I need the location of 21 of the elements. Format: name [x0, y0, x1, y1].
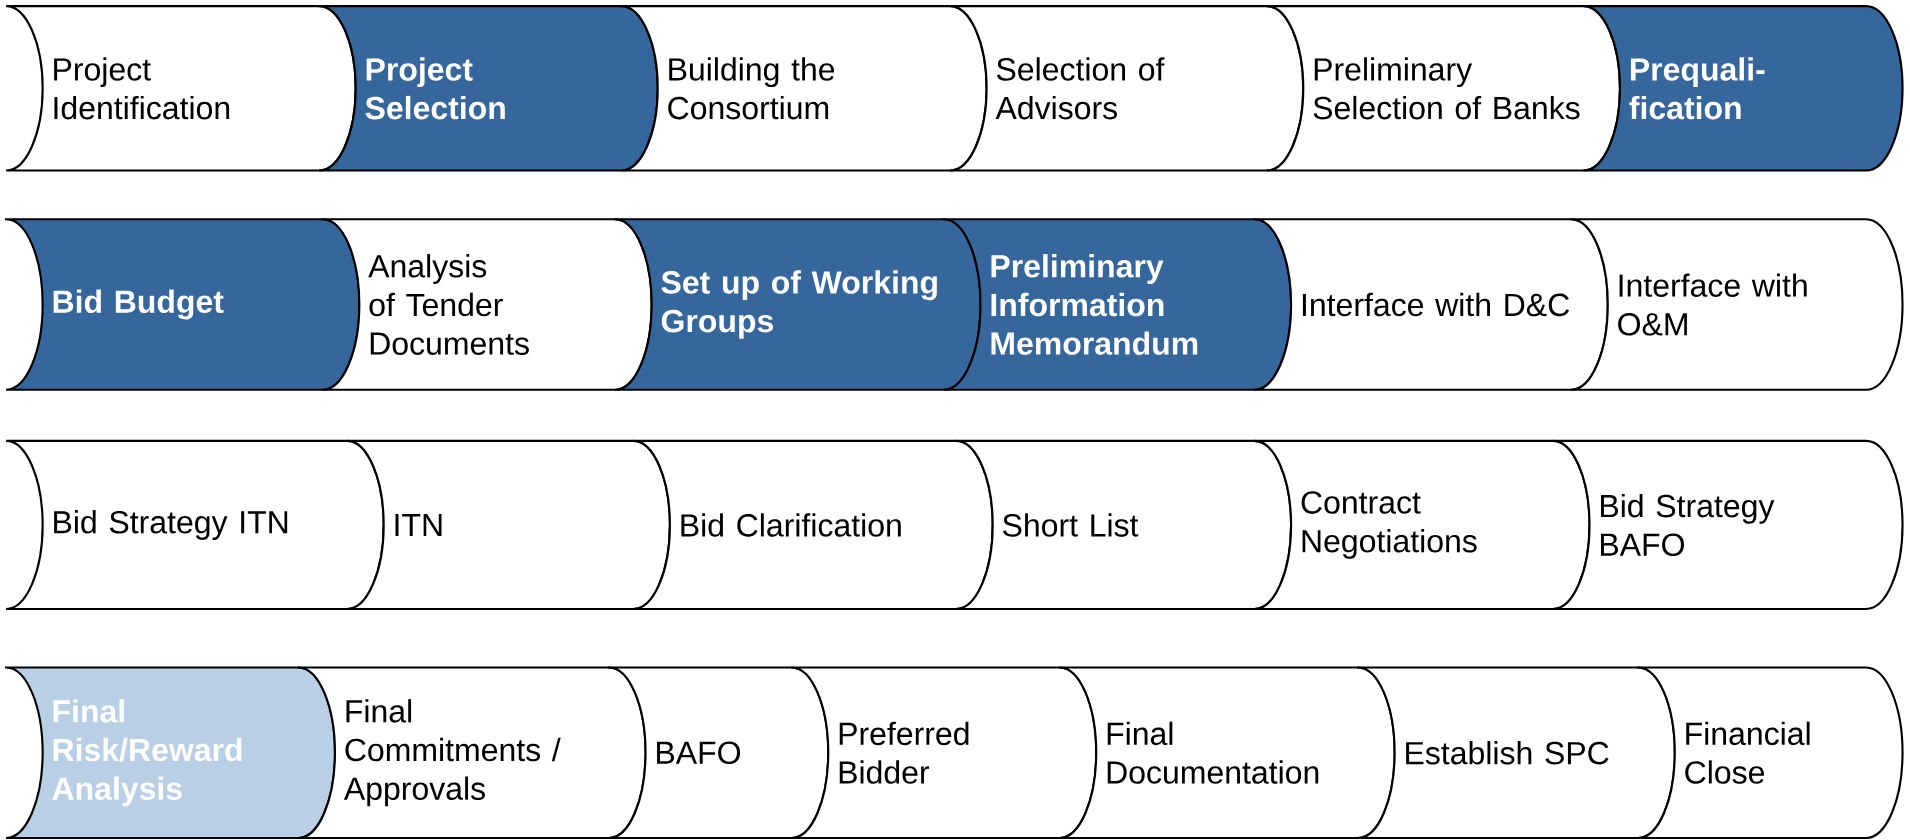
step-box: Bid Strategy BAFO [1551, 439, 1904, 611]
step-box: Financial Close [1637, 666, 1904, 840]
step-box: Project Identification [5, 5, 357, 172]
node-label: Final Commitments / Approvals [343, 699, 561, 807]
step-box: Bid Strategy ITN [5, 439, 385, 611]
node-label: Interface with O&M [1618, 273, 1807, 336]
step-box: Final Commitments / Approvals [297, 666, 647, 840]
step-box: BAFO [607, 666, 830, 840]
step-box: Final Documentation [1058, 666, 1396, 840]
step-box: Interface with O&M [1570, 218, 1904, 391]
step-box: Final Risk/Reward Analysis [5, 666, 337, 840]
step-box: Preferred Bidder [790, 666, 1098, 840]
node-label: BAFO [657, 741, 741, 765]
node-label: Final Documentation [1107, 721, 1319, 784]
node-label: Establish SPC [1406, 740, 1609, 765]
node-label: Financial Close [1685, 721, 1810, 784]
step-box: Prequali-fication [1582, 5, 1904, 172]
step-box: Establish SPC [1357, 666, 1676, 840]
step-box: Bid Budget [5, 218, 361, 391]
node-label: Preferred Bidder [839, 721, 969, 784]
node-label: Bid Strategy BAFO [1601, 493, 1775, 557]
